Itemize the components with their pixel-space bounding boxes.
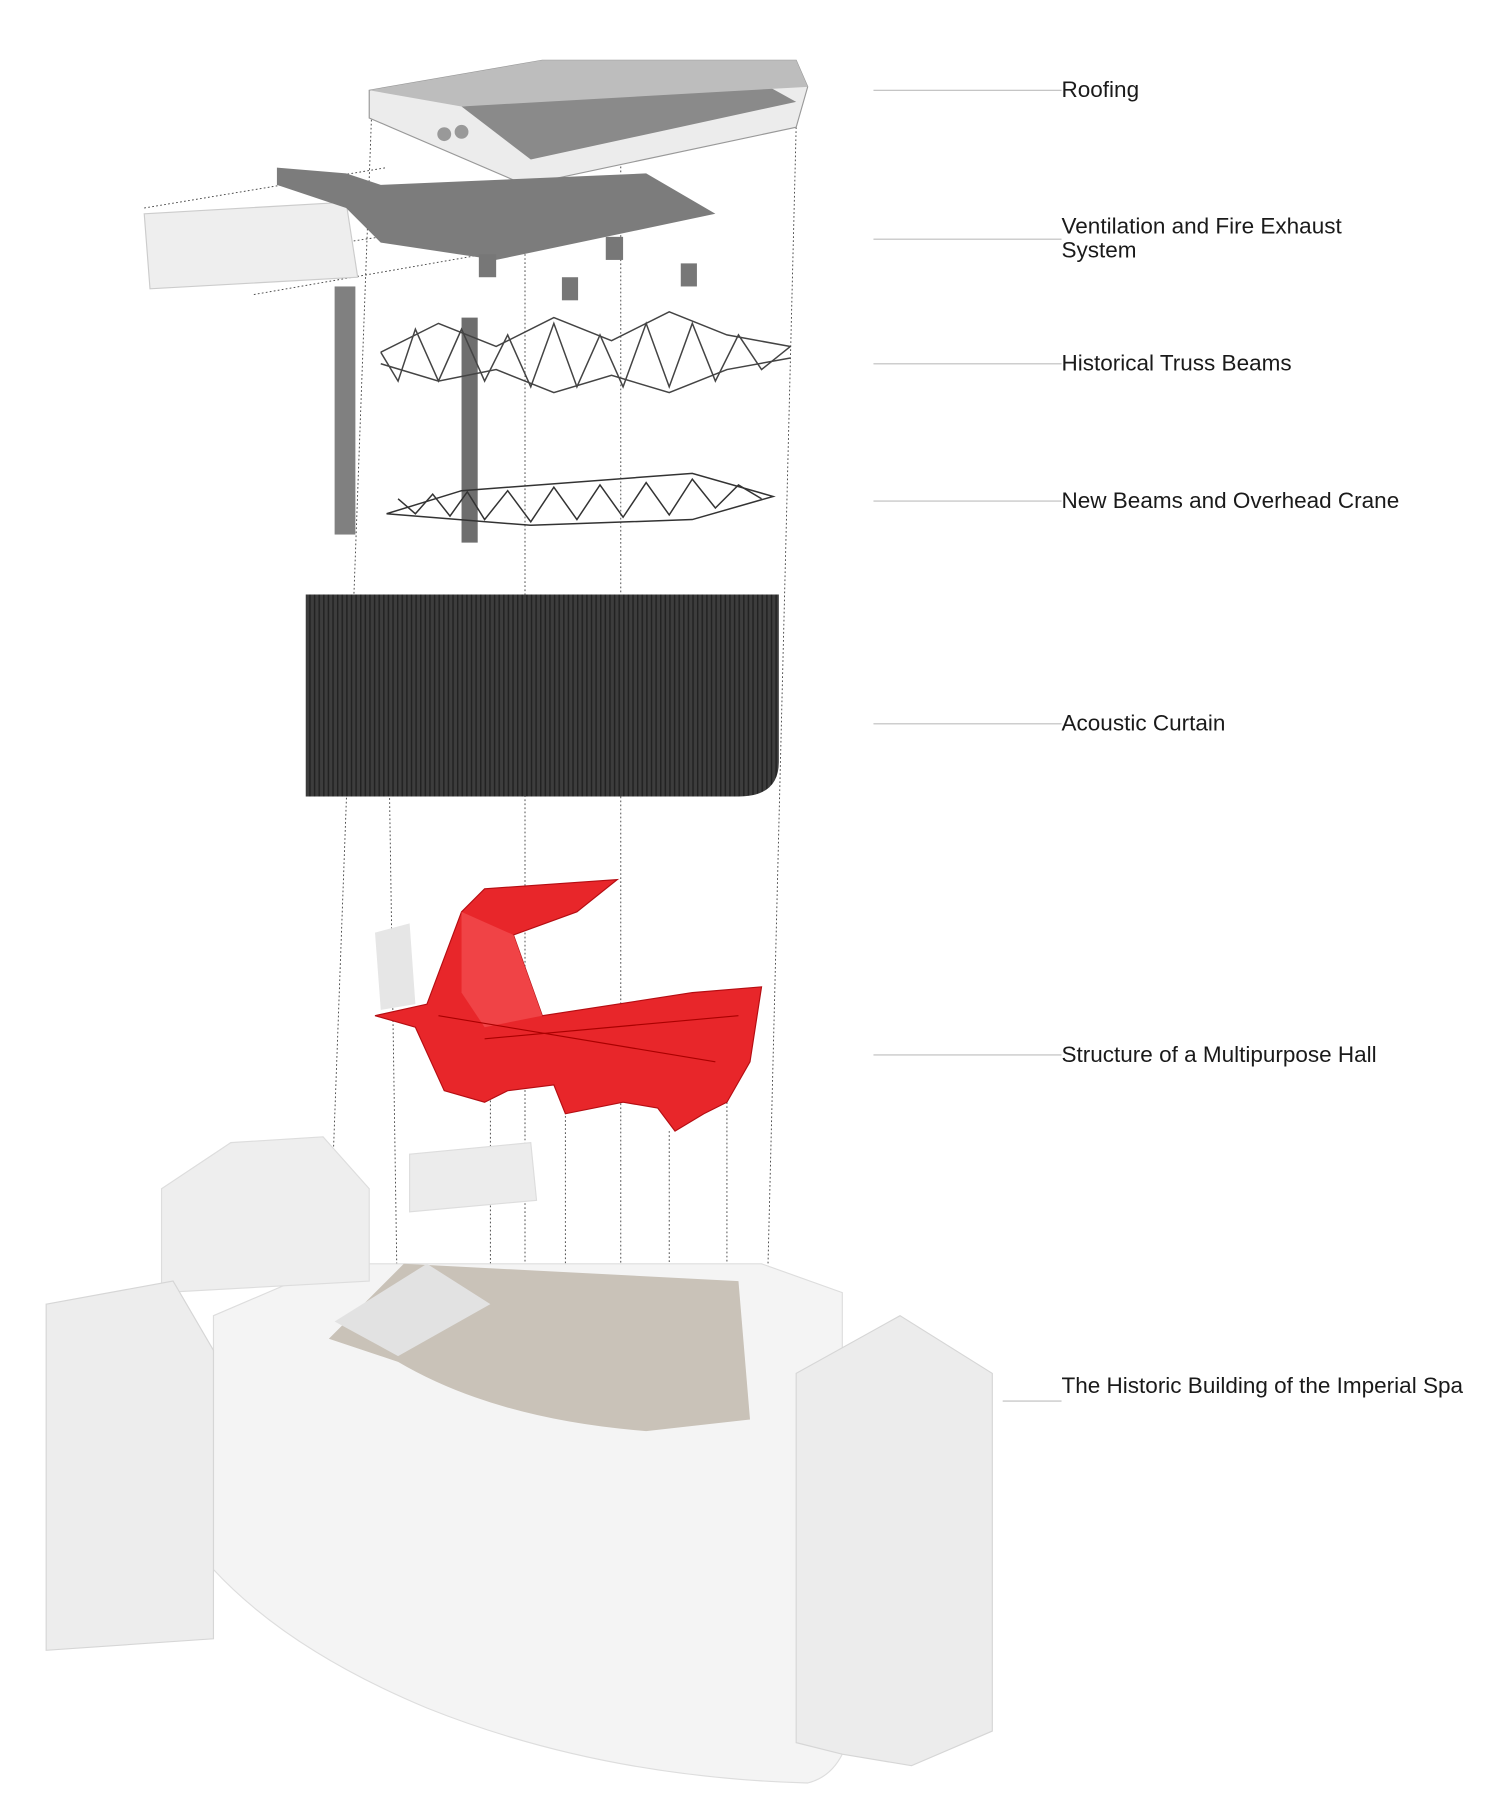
acoustic-curtain-layer — [305, 594, 779, 797]
label-new-beams: New Beams and Overhead Crane — [873, 488, 1399, 513]
label-truss: Historical Truss Beams — [873, 351, 1292, 376]
historic-building-layer — [45, 1136, 993, 1784]
ventilation-layer — [143, 167, 716, 543]
label-hall: Structure of a Multipurpose Hall — [873, 1042, 1377, 1067]
svg-text:System: System — [1062, 238, 1137, 263]
multipurpose-hall-layer — [374, 878, 763, 1132]
svg-text:Ventilation and Fire Exhaust: Ventilation and Fire Exhaust — [1062, 213, 1343, 238]
svg-text:Acoustic Curtain: Acoustic Curtain — [1062, 711, 1226, 736]
svg-text:Structure of a Multipurpose Ha: Structure of a Multipurpose Hall — [1062, 1042, 1377, 1067]
svg-text:New Beams and Overhead Crane: New Beams and Overhead Crane — [1062, 488, 1400, 513]
svg-text:Roofing: Roofing — [1062, 77, 1140, 102]
svg-text:The Historic Building of the I: The Historic Building of the Imperial Sp… — [1062, 1373, 1464, 1398]
truss-layer — [380, 311, 791, 394]
label-ventilation: Ventilation and Fire Exhaust System — [873, 213, 1343, 263]
roofing-layer — [368, 59, 809, 186]
label-building: The Historic Building of the Imperial Sp… — [1002, 1373, 1464, 1402]
label-roofing: Roofing — [873, 77, 1139, 102]
new-beams-layer — [386, 472, 776, 527]
label-curtain: Acoustic Curtain — [873, 711, 1225, 736]
svg-text:Historical Truss Beams: Historical Truss Beams — [1062, 351, 1292, 376]
